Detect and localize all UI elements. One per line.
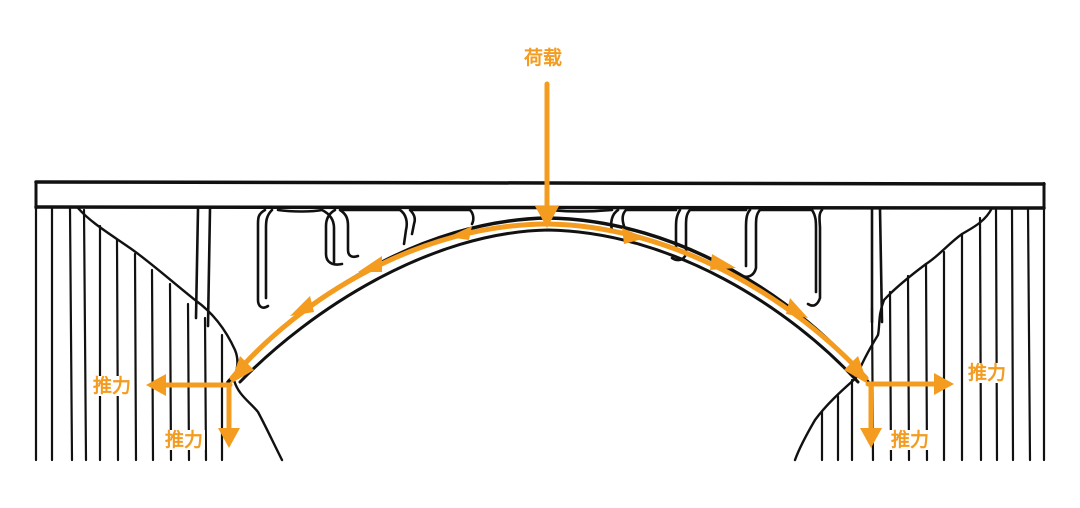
left-vertical-thrust-label: 推力 [163,429,206,451]
right-abutment-cliff [793,181,1046,462]
right-horizontal-thrust-head [934,373,954,395]
right-vertical-thrust-label: 推力 [889,429,932,451]
arch-arrow-right-2 [710,254,736,270]
right-horizontal-thrust-label: 推力 [966,362,1009,384]
arch-arrow-left-3 [290,296,314,316]
right-vertical-thrust-head [860,428,882,448]
arch-arrow-left-1 [448,226,472,240]
arch-arrow-right-1 [622,228,646,244]
left-horizontal-thrust-head [146,374,166,396]
arch-arrow-left-4 [230,356,254,384]
load-arrow-head [535,206,559,228]
force-arrows [146,81,954,448]
arch-arrow-right-4 [844,356,868,384]
bridge-deck [34,180,1046,210]
arch-arrow-left-2 [358,256,382,272]
arch-arrow-right-3 [786,298,808,318]
load-label: 荷载 [524,47,563,69]
left-horizontal-thrust-label: 推力 [91,375,134,397]
left-vertical-thrust-head [218,428,240,448]
left-abutment-cliff [34,181,284,462]
spandrel-columns [194,207,884,328]
